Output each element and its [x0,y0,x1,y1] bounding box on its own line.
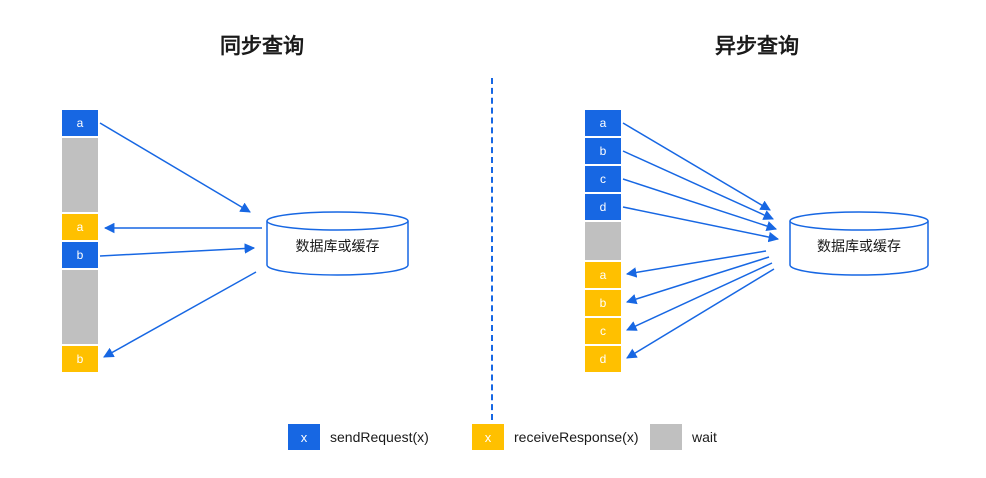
async-receive-a-arrow [625,250,767,278]
sync-receive-b-arrow [103,271,257,358]
async-wait-box [585,222,621,260]
sync-database: 数据库或缓存 [265,210,410,276]
sync-title: 同步查询 [220,35,304,58]
async-send-a-arrow [622,122,771,211]
send-request-swatch: x [288,424,320,450]
async-send-d-arrow [622,206,780,243]
sync-response-box-b: b [62,346,98,372]
sync-send-a-arrow [99,122,251,213]
async-response-box-c: c [585,318,621,344]
async-response-box-d: d [585,346,621,372]
async-receive-b-arrow [625,256,770,305]
sync-wait-box-2 [62,270,98,344]
sync-request-box-a: a [62,110,98,136]
wait-swatch [650,424,682,450]
sync-response-box-a: a [62,214,98,240]
async-database-label: 数据库或缓存 [817,238,901,254]
legend-item-receive-response: x receiveResponse(x) [472,424,639,450]
sync-database-label: 数据库或缓存 [295,238,380,254]
database-cylinder-icon [789,211,929,276]
send-request-label: sendRequest(x) [330,429,429,445]
receive-response-swatch: x [472,424,504,450]
sync-send-b-arrow [99,243,256,257]
async-response-box-a: a [585,262,621,288]
async-send-b-arrow [622,150,774,220]
async-receive-d-arrow [626,268,775,359]
sync-wait-box-1 [62,138,98,212]
async-request-box-c: c [585,166,621,192]
legend-item-send-request: x sendRequest(x) [288,424,429,450]
async-title: 异步查询 [715,35,799,58]
async-request-box-b: b [585,138,621,164]
async-request-box-a: a [585,110,621,136]
async-send-c-arrow [622,178,777,232]
async-database: 数据库或缓存 [788,210,930,276]
async-response-box-b: b [585,290,621,316]
legend-item-wait: wait [650,424,717,450]
sync-request-box-b: b [62,242,98,268]
wait-label: wait [692,429,717,445]
divider-line [491,78,493,420]
async-receive-c-arrow [626,262,773,331]
database-cylinder-icon [266,211,409,276]
async-request-box-d: d [585,194,621,220]
receive-response-label: receiveResponse(x) [514,429,639,445]
